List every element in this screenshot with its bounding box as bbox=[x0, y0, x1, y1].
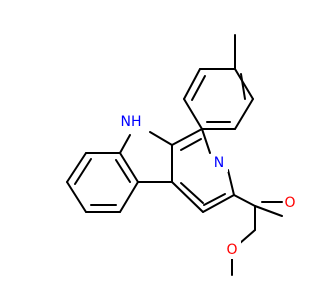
bond bbox=[149, 131, 173, 146]
bond bbox=[66, 181, 87, 213]
ester-o-label: O bbox=[226, 242, 237, 258]
pyridine-ring bbox=[171, 128, 235, 213]
bond bbox=[66, 152, 87, 183]
molecule-diagram: NH N O O bbox=[66, 34, 299, 276]
label-background bbox=[117, 112, 145, 132]
bond bbox=[227, 169, 235, 196]
bond bbox=[171, 128, 203, 146]
carbonyl-o-label: O bbox=[284, 195, 295, 211]
label-background bbox=[225, 241, 241, 259]
bond bbox=[183, 68, 201, 100]
bond bbox=[234, 68, 254, 100]
bond bbox=[171, 181, 204, 213]
double-bond-inner bbox=[180, 138, 202, 151]
double-bond-inner bbox=[180, 182, 204, 204]
tolyl-ring bbox=[183, 34, 254, 130]
bond bbox=[119, 152, 139, 183]
label-background bbox=[283, 194, 299, 212]
bond bbox=[233, 194, 256, 207]
bond bbox=[254, 205, 283, 217]
bond bbox=[234, 98, 254, 130]
double-bond-inner bbox=[115, 159, 131, 183]
ester-group bbox=[231, 194, 283, 276]
n-label: N bbox=[214, 155, 224, 171]
bond bbox=[202, 194, 235, 213]
pyrrole-ring bbox=[119, 131, 173, 183]
bond bbox=[119, 181, 139, 213]
label-background bbox=[212, 154, 228, 172]
nh-label: NH bbox=[121, 114, 142, 130]
double-bond-inner bbox=[203, 193, 226, 206]
double-bond-inner bbox=[74, 158, 92, 185]
atom-labels: NH N O O bbox=[117, 112, 299, 259]
bond bbox=[183, 98, 203, 130]
double-bond-inner bbox=[240, 73, 246, 100]
molecule-canvas: NH N O O bbox=[66, 34, 299, 276]
bond bbox=[201, 128, 211, 154]
bond bbox=[119, 134, 131, 154]
benzene-ring bbox=[66, 152, 139, 213]
double-bond-inner bbox=[191, 75, 206, 101]
